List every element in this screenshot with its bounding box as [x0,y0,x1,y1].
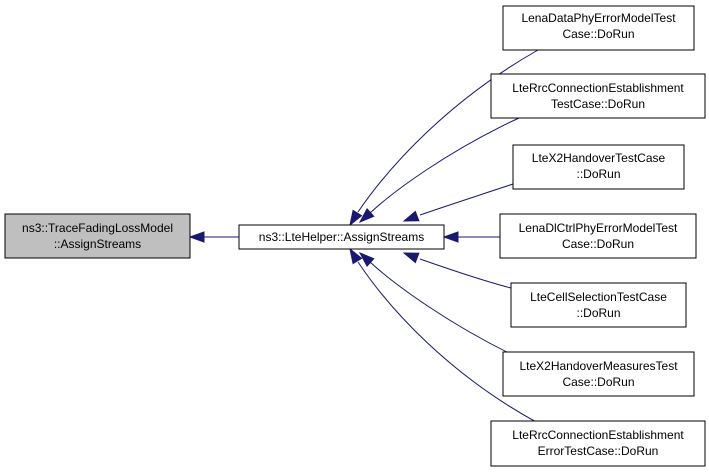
node-label-line-1: ns3::TraceFadingLossModel [22,221,173,235]
node-lte-x2-handover-test-case-do-run[interactable]: LteX2HandoverTestCase ::DoRun [512,144,685,190]
node-label-line-1: LteX2HandoverMeasuresTest [519,359,678,373]
arrowhead-helper-to-root [188,231,205,243]
node-lte-helper-assign-streams[interactable]: ns3::LteHelper::AssignStreams [238,224,445,250]
node-label-line-2: Case::DoRun [562,375,634,389]
arrowhead-c5-to-helper [402,252,420,264]
node-lena-dl-ctrl-phy-error-model-test-case-do-run[interactable]: LenaDlCtrlPhyErrorModelTest Case::DoRun [499,213,697,259]
node-box [502,351,695,397]
node-trace-fading-loss-model-assign-streams[interactable]: ns3::TraceFadingLossModel ::AssignStream… [4,213,191,259]
edges-layer [188,49,539,424]
node-label-line-1: LteRrcConnectionEstablishment [512,81,684,95]
node-box [4,213,191,259]
node-lte-rrc-connection-establishment-error-test-case-do-run[interactable]: LteRrcConnectionEstablishment ErrorTestC… [490,420,706,467]
node-label-line-1: LteCellSelectionTestCase [530,290,667,304]
edge-c3-to-helper [419,183,514,216]
node-box [499,213,697,259]
node-box [502,5,695,51]
node-lte-x2-handover-measures-test-case-do-run[interactable]: LteX2HandoverMeasuresTest Case::DoRun [502,351,695,397]
arrowhead-c4-to-helper [442,231,459,243]
edge-c7-to-helper [357,261,539,424]
node-label-line-2: ::AssignStreams [54,237,141,251]
arrowhead-c2-to-helper [358,208,375,223]
node-label-line-2: Case::DoRun [562,27,634,41]
node-label-line-1: LenaDlCtrlPhyErrorModelTest [519,221,678,235]
node-box [510,282,687,328]
node-box [512,144,685,190]
node-box [490,73,706,119]
node-box [238,224,445,250]
arrowhead-c1-to-helper [349,209,363,227]
node-label-line-2: TestCase::DoRun [551,97,645,111]
node-label-line-1: LteX2HandoverTestCase [532,151,666,165]
edge-c6-to-helper [369,261,520,359]
node-label-line-2: ErrorTestCase::DoRun [538,444,659,458]
node-lena-data-phy-error-model-test-case-do-run[interactable]: LenaDataPhyErrorModelTest Case::DoRun [502,5,695,51]
arrowhead-c7-to-helper [349,247,363,265]
arrowhead-c6-to-helper [358,252,375,267]
node-lte-cell-selection-test-case-do-run[interactable]: LteCellSelectionTestCase ::DoRun [510,282,687,328]
node-lte-rrc-connection-establishment-test-case-do-run[interactable]: LteRrcConnectionEstablishment TestCase::… [490,73,706,119]
node-label: ns3::LteHelper::AssignStreams [259,230,424,244]
edge-c1-to-helper [357,49,539,213]
node-label-line-2: ::DoRun [576,167,620,181]
node-box [490,420,706,467]
edge-c2-to-helper [369,117,520,214]
edge-c5-to-helper [419,258,512,289]
node-label-line-1: LenaDataPhyErrorModelTest [521,11,676,25]
node-label-line-2: ::DoRun [576,306,620,320]
arrowhead-c3-to-helper [402,210,420,222]
node-label-line-2: Case::DoRun [562,237,634,251]
node-label-line-1: LteRrcConnectionEstablishment [512,428,684,442]
